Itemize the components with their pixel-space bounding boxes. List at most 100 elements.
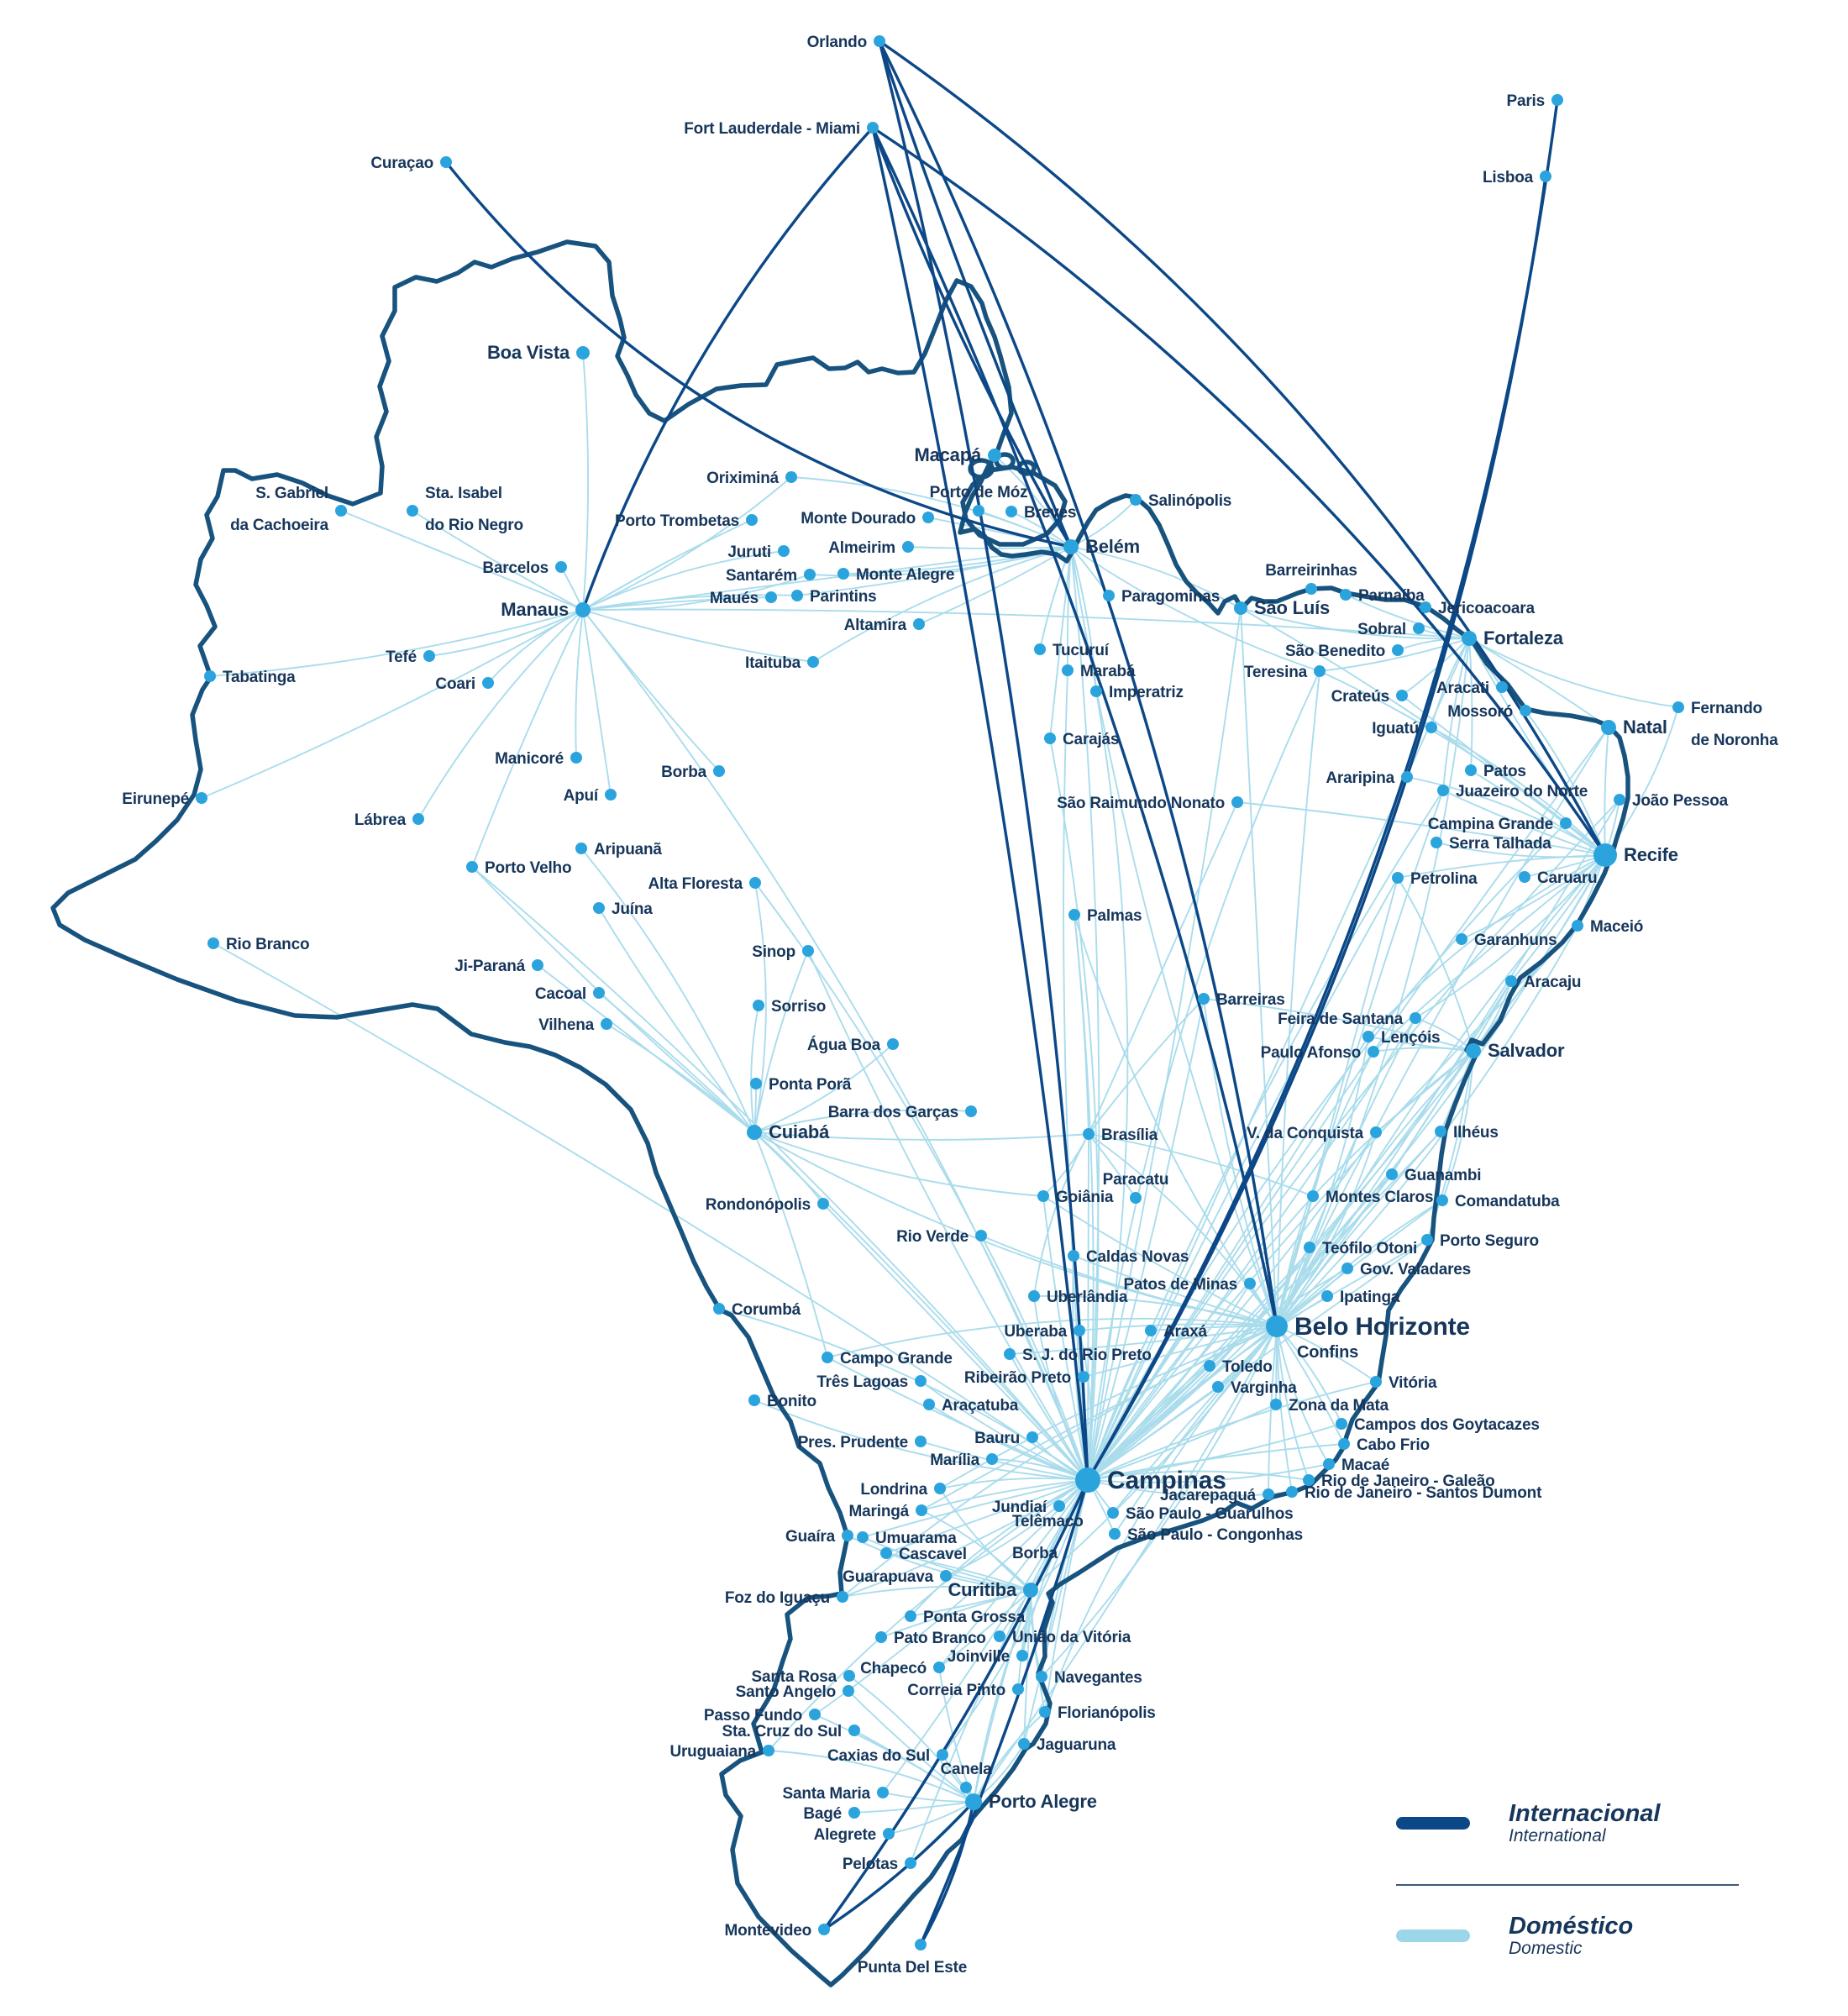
label-navegantes: Navegantes [1054,1669,1142,1687]
label-zona-da-mata: Zona da Mata [1289,1397,1389,1415]
route-punta-del-este-porto-alegre [919,1800,975,1946]
label-maraba: Marabá [1080,663,1136,680]
label-guarapuava: Guarapuava [843,1568,933,1586]
dot-zona-da-mata [1270,1399,1282,1410]
dot-almeirim [902,541,914,553]
label-manaus: Manaus [501,599,569,620]
dot-manaus [575,602,591,617]
dot-sta-isabel-do-rio-negro [407,505,418,517]
label-boa-vista: Boa Vista [487,342,570,363]
label-sao-raimundo-nonato: São Raimundo Nonato [1057,795,1225,812]
route-montevideo-porto-alegre [822,1800,975,1931]
dot-rondonopolis [817,1198,829,1210]
label-varginha: Varginha [1231,1379,1297,1397]
legend-divider [1396,1884,1739,1886]
dot-aracaju [1505,975,1517,987]
dot-sobral [1413,622,1425,634]
label-macapa: Macapá [914,444,981,465]
dot-goiania [1037,1190,1049,1202]
label-barcelos: Barcelos [482,559,549,577]
label-santa-maria: Santa Maria [783,1785,871,1803]
dot-iguatu [1425,722,1437,733]
domestic-route-swatch [1396,1929,1470,1943]
dot-lencois [1362,1031,1374,1042]
dot-monte-dourado [922,512,934,523]
dot-garanhuns [1456,933,1467,945]
dot-cuiaba [747,1125,762,1140]
label-sao-luis: São Luís [1254,597,1330,618]
label-montes-claros: Montes Claros [1326,1189,1433,1206]
dot-pelotas [905,1857,916,1869]
dot-juazeiro-do-norte [1437,785,1449,796]
label-guanambi: Guanambi [1404,1167,1481,1184]
dot-barcelos [555,561,567,573]
label-pelotas: Pelotas [843,1856,898,1873]
dot-vilhena [601,1018,612,1030]
label-comandatuba: Comandatuba [1455,1193,1560,1210]
label-almeirim: Almeirim [828,539,895,557]
dot-canela [960,1782,972,1793]
label-manicore: Manicoré [495,750,564,768]
dot-correia-pinto [1012,1683,1024,1695]
route-orlando-belem [878,39,1073,549]
label-campina-grande: Campina Grande [1428,816,1553,833]
dot-fort-lauderdale-miami [867,122,879,134]
route-orlando-belo-horizonte [878,39,1278,1328]
dot-sorriso [753,1000,764,1011]
dot-florianopolis [1039,1706,1051,1718]
label-ji-parana: Ji-Paraná [454,958,525,975]
dot-sao-paulo-guarulhos [1107,1507,1119,1519]
label-aracatuba: Araçatuba [942,1397,1019,1415]
label-sao-benedito: São Benedito [1285,643,1385,660]
dot-teresina [1314,665,1326,677]
label-curacao: Curaçao [370,155,433,172]
legend: Internacional International Doméstico Do… [1396,1798,1757,1958]
dot-cacoal [593,987,605,999]
dot-guanambi [1386,1168,1398,1180]
label-coari: Coari [435,675,475,693]
dot-breves [1005,506,1017,517]
dot-juina [593,902,605,914]
label-borba: Borba [661,764,707,781]
dot-umuarama [857,1531,869,1543]
label-barreiras: Barreiras [1216,991,1285,1009]
dot-macapa [988,449,1001,462]
label-curitiba: Curitiba [948,1579,1016,1600]
dot-sao-benedito [1392,644,1404,656]
label-mossoro: Mossoró [1447,703,1513,721]
dot-jacarepagua [1263,1488,1274,1500]
label-rio-verde: Rio Verde [896,1228,969,1246]
dot-sao-paulo-congonhas [1109,1528,1121,1540]
dot-paragominas [1103,590,1115,601]
label-teofilo-otoni: Teófilo Otoni [1322,1240,1417,1257]
label-barreirinhas: Barreirinhas [1265,562,1357,580]
label-caxias-do-sul: Caxias do Sul [827,1747,930,1765]
label-santa-rosa: Santa Rosa [752,1668,837,1686]
label-santarem: Santarém [726,567,797,585]
dot-foz-do-iguacu [837,1591,848,1603]
route-fort-lauderdale-miami-belo-horizonte [871,126,1278,1328]
dot-joao-pessoa [1614,794,1625,806]
label-eirunepe: Eirunepé [122,790,189,808]
label-florianopolis: Florianópolis [1058,1704,1156,1722]
label-brasilia: Brasília [1101,1126,1158,1144]
dot-eirunepe [196,792,207,804]
dot-corumba [713,1303,725,1315]
dot-patos-de-minas [1244,1278,1256,1289]
dot-labrea [412,813,424,825]
dot-guarapuava [940,1570,952,1582]
label-porto-de-moz: Porto de Móz [930,484,1028,501]
legend-international-label: Internacional [1509,1800,1661,1827]
dot-rio-de-janeiro-galeao [1303,1474,1315,1486]
label-canela: Canela [940,1761,992,1778]
label-sao-paulo-congonhas: São Paulo - Congonhas [1127,1526,1303,1544]
dot-lisboa [1540,171,1551,182]
label-bage: Bagé [803,1805,842,1823]
dot-araxa [1145,1325,1157,1336]
label-recife: Recife [1624,844,1678,865]
dot-montevideo [818,1924,830,1935]
dot-natal [1601,720,1616,735]
